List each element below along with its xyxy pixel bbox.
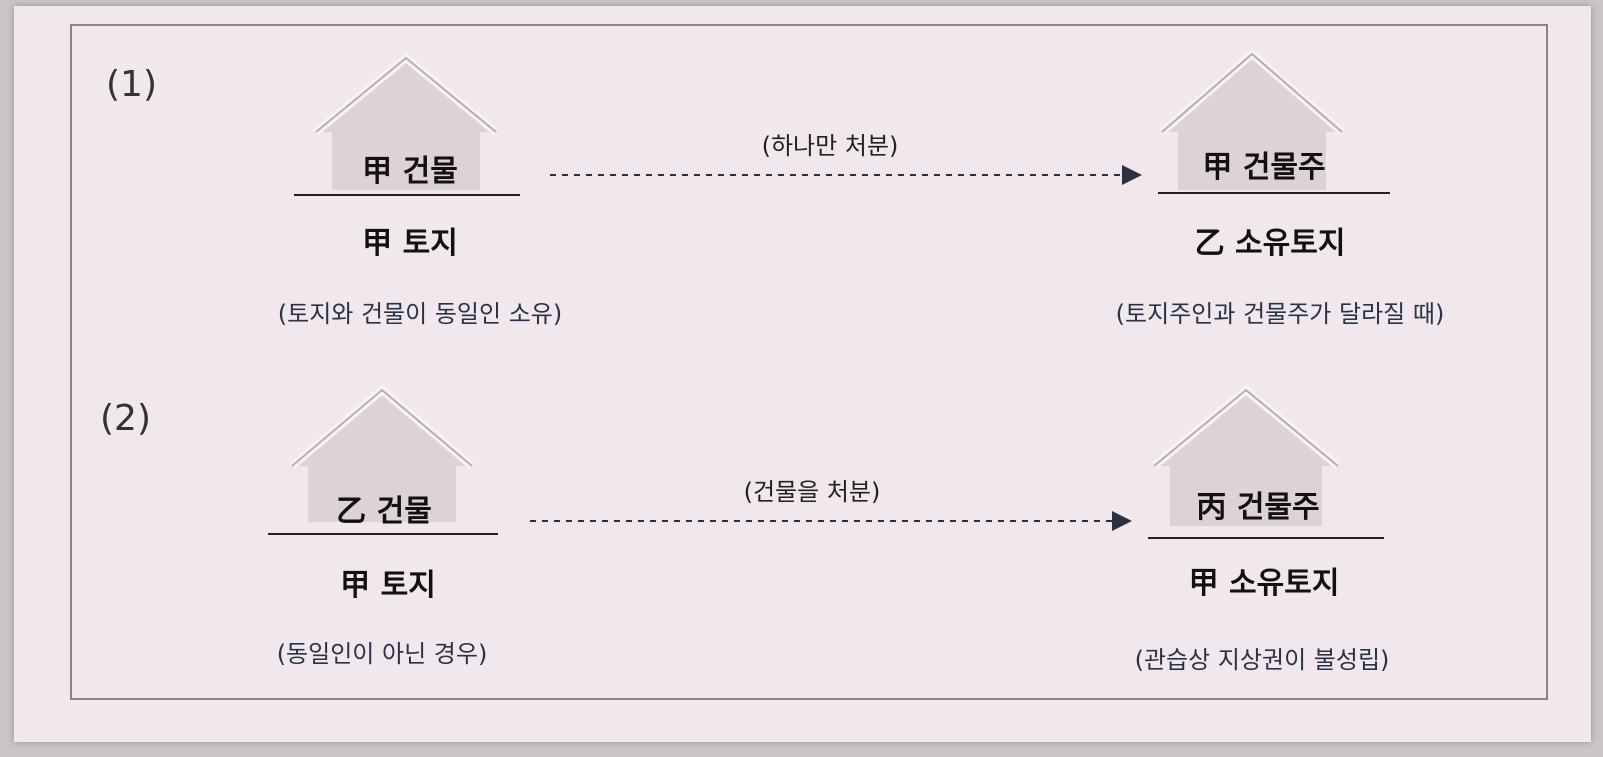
house-icon — [313, 52, 499, 190]
section-2-left-note: (동일인이 아닌 경우) — [276, 640, 488, 668]
section-1-right-note: (토지주인과 건물주가 달라질 때) — [1115, 300, 1445, 328]
section-2-right-note: (관습상 지상권이 불성립) — [1134, 646, 1390, 674]
house-icon — [1159, 48, 1345, 190]
section-2-action: (건물을 처분) — [743, 478, 881, 506]
section-1-action: (하나만 처분) — [761, 132, 899, 160]
section-2-right-building: 丙 건물주 — [1196, 490, 1320, 525]
section-1-right-land: 乙 소유토지 — [1194, 226, 1346, 261]
house-icon — [289, 384, 475, 522]
section-1-right-building: 甲 건물주 — [1202, 150, 1326, 185]
section-1-label: (1) — [106, 64, 157, 105]
section-2-left-building: 乙 건물 — [336, 494, 432, 529]
section-1-left-note: (토지와 건물이 동일인 소유) — [277, 300, 563, 328]
house-icon — [1151, 384, 1341, 526]
section-2-left-land: 甲 토지 — [340, 568, 436, 603]
diagram-frame — [70, 24, 1548, 700]
section-2-right-land: 甲 소유토지 — [1188, 566, 1340, 601]
section-2-label: (2) — [100, 398, 151, 439]
section-1-left-land: 甲 토지 — [362, 226, 458, 261]
section-1-left-building: 甲 건물 — [362, 154, 458, 189]
